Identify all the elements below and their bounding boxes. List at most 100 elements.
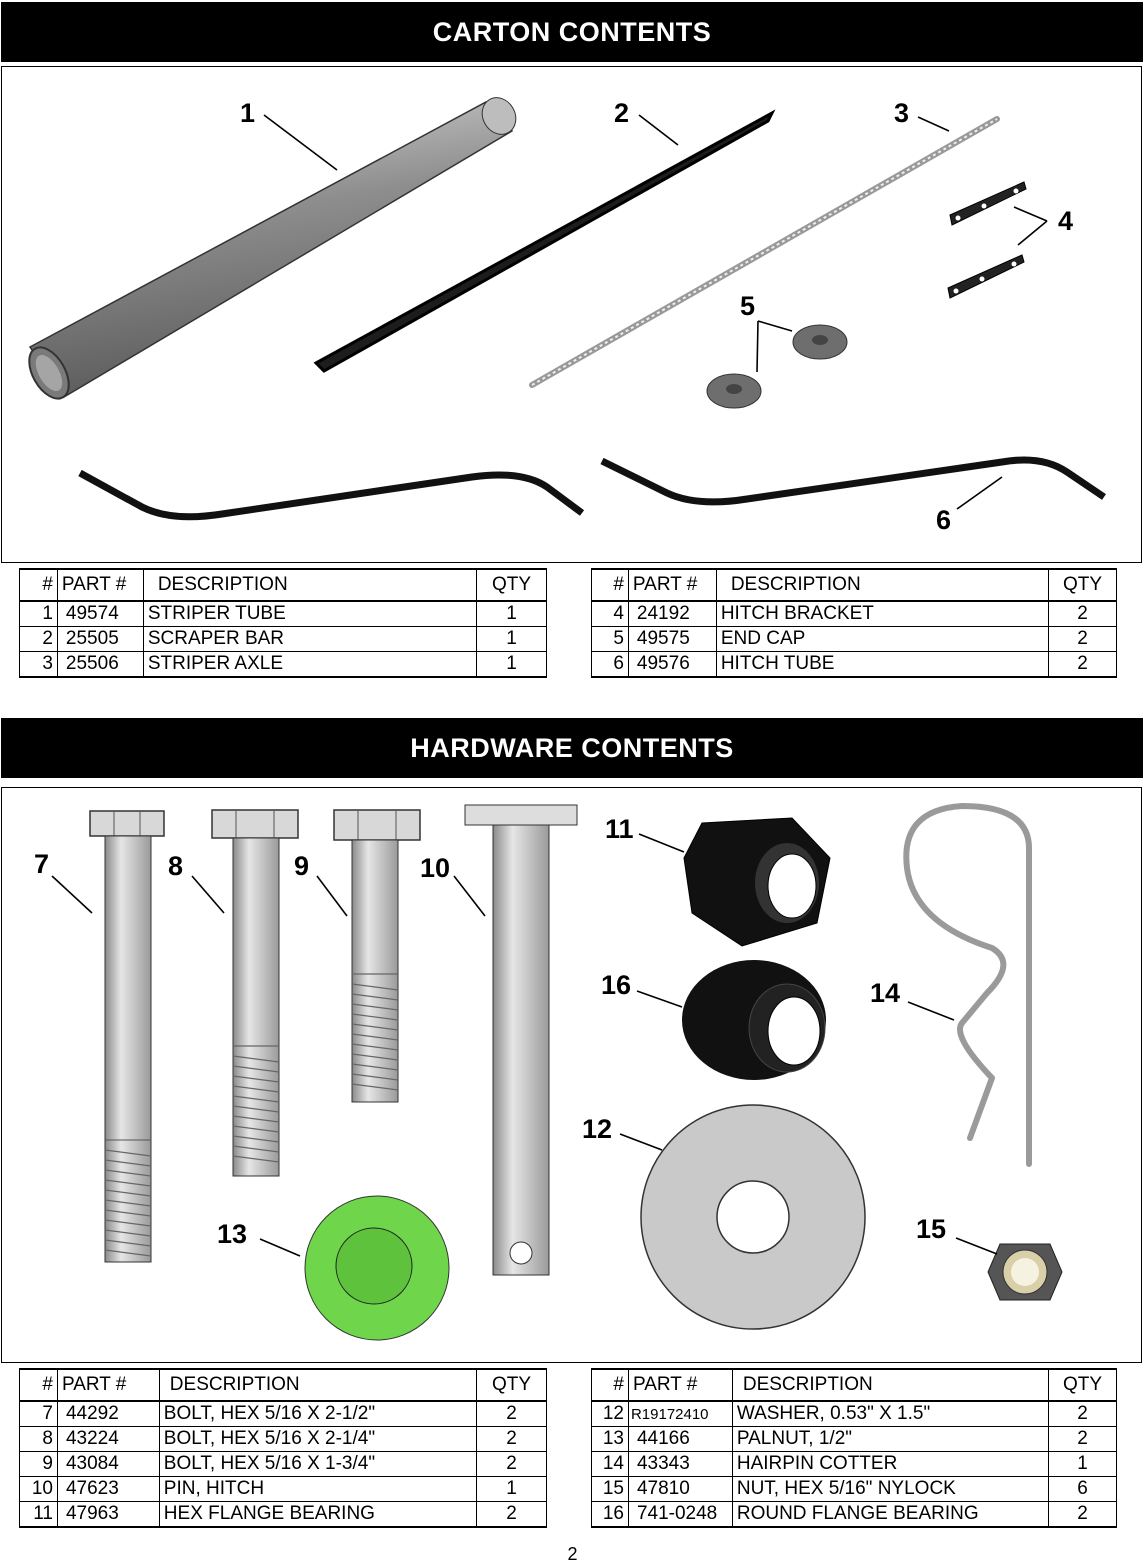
- hitch-bracket-drawing: [947, 181, 1027, 299]
- row-number: 12: [591, 1401, 629, 1427]
- table-header-row: # PART # DESCRIPTION QTY: [19, 568, 547, 602]
- row-description: HITCH TUBE: [715, 651, 1049, 678]
- row-part: 44166: [627, 1426, 733, 1452]
- row-part: 49575: [627, 626, 717, 652]
- col-header-description: DESCRIPTION: [142, 568, 477, 602]
- hardware-contents-banner: HARDWARE CONTENTS: [1, 718, 1143, 778]
- row-qty: 1: [476, 651, 547, 678]
- carton-illustration-panel: 1 2 3 4 5 6: [1, 66, 1142, 563]
- col-header-description: DESCRIPTION: [715, 568, 1049, 602]
- callout-16: 16: [601, 970, 631, 1000]
- row-number: 4: [591, 601, 629, 627]
- callout-6: 6: [936, 505, 951, 535]
- row-description: STRIPER AXLE: [142, 651, 477, 678]
- row-number: 13: [591, 1426, 629, 1452]
- palnut-drawing: [304, 1195, 450, 1341]
- row-number: 15: [591, 1476, 629, 1502]
- row-part: 49576: [627, 651, 717, 678]
- row-number: 14: [591, 1451, 629, 1477]
- row-number: 6: [591, 651, 629, 678]
- row-description: HAIRPIN COTTER: [731, 1451, 1049, 1477]
- washer-drawing: [640, 1104, 866, 1330]
- hardware-contents-title: HARDWARE CONTENTS: [410, 732, 734, 763]
- row-qty: 2: [1048, 651, 1117, 678]
- callout-11: 11: [605, 814, 634, 844]
- col-header-number: #: [591, 568, 629, 602]
- hitch-tube-drawing: [78, 456, 1106, 521]
- page-number: 2: [567, 1544, 578, 1564]
- row-part: 24192: [627, 601, 717, 627]
- carton-contents-title: CARTON CONTENTS: [432, 16, 712, 47]
- col-header-part: PART #: [56, 568, 144, 602]
- callout-14: 14: [870, 978, 900, 1008]
- row-number: 3: [19, 651, 58, 678]
- row-qty: 1: [476, 626, 547, 652]
- row-part: 741-0248: [627, 1501, 733, 1528]
- hairpin-cotter-drawing: [903, 803, 1032, 1167]
- carton-contents-banner: CARTON CONTENTS: [1, 2, 1143, 62]
- row-number: 2: [19, 626, 58, 652]
- table-header-row: # PART # DESCRIPTION QTY: [19, 1368, 547, 1402]
- scraper-bar-drawing: [313, 109, 776, 373]
- row-qty: 6: [1048, 1476, 1117, 1502]
- row-description: ROUND FLANGE BEARING: [731, 1501, 1049, 1528]
- row-description: BOLT, HEX 5/16 X 2-1/4": [158, 1426, 477, 1452]
- bolt-7-drawing: [89, 810, 165, 1263]
- col-header-part: PART #: [56, 1368, 160, 1402]
- callout-15: 15: [916, 1214, 946, 1244]
- row-part: 47963: [56, 1501, 160, 1528]
- row-part: 43224: [56, 1426, 160, 1452]
- row-description: BOLT, HEX 5/16 X 2-1/2": [158, 1401, 477, 1427]
- row-qty: 2: [1048, 626, 1117, 652]
- row-qty: 1: [476, 1476, 547, 1502]
- hitch-pin-drawing: [464, 804, 578, 1276]
- row-number: 16: [591, 1501, 629, 1528]
- row-part: 25506: [56, 651, 144, 678]
- hex-flange-bearing-drawing: [683, 817, 831, 947]
- callout-13: 13: [217, 1219, 247, 1249]
- row-part: 43084: [56, 1451, 160, 1477]
- row-description: SCRAPER BAR: [142, 626, 477, 652]
- row-description: NUT, HEX 5/16" NYLOCK: [731, 1476, 1049, 1502]
- row-number: 10: [19, 1476, 58, 1502]
- row-part: 49574: [56, 601, 144, 627]
- row-part: R19172410: [627, 1401, 733, 1427]
- nylock-nut-drawing: [987, 1243, 1063, 1301]
- row-qty: 1: [1048, 1451, 1117, 1477]
- col-header-qty: QTY: [476, 568, 547, 602]
- row-number: 7: [19, 1401, 58, 1427]
- col-header-number: #: [19, 568, 58, 602]
- row-number: 8: [19, 1426, 58, 1452]
- row-part: 44292: [56, 1401, 160, 1427]
- table-header-row: # PART # DESCRIPTION QTY: [591, 1368, 1117, 1402]
- col-header-number: #: [591, 1368, 629, 1402]
- row-part: 47623: [56, 1476, 160, 1502]
- row-description: END CAP: [715, 626, 1049, 652]
- carton-parts-illustration: 1 2 3 4 5 6: [28, 97, 1106, 535]
- callout-10: 10: [420, 853, 450, 883]
- row-part: 47810: [627, 1476, 733, 1502]
- bolt-8-drawing: [211, 809, 299, 1177]
- row-qty: 2: [1048, 1401, 1117, 1427]
- row-qty: 2: [1048, 1501, 1117, 1528]
- row-qty: 2: [476, 1451, 547, 1477]
- row-description: PALNUT, 1/2": [731, 1426, 1049, 1452]
- row-qty: 2: [1048, 601, 1117, 627]
- row-description: HITCH BRACKET: [715, 601, 1049, 627]
- row-description: HEX FLANGE BEARING: [158, 1501, 477, 1528]
